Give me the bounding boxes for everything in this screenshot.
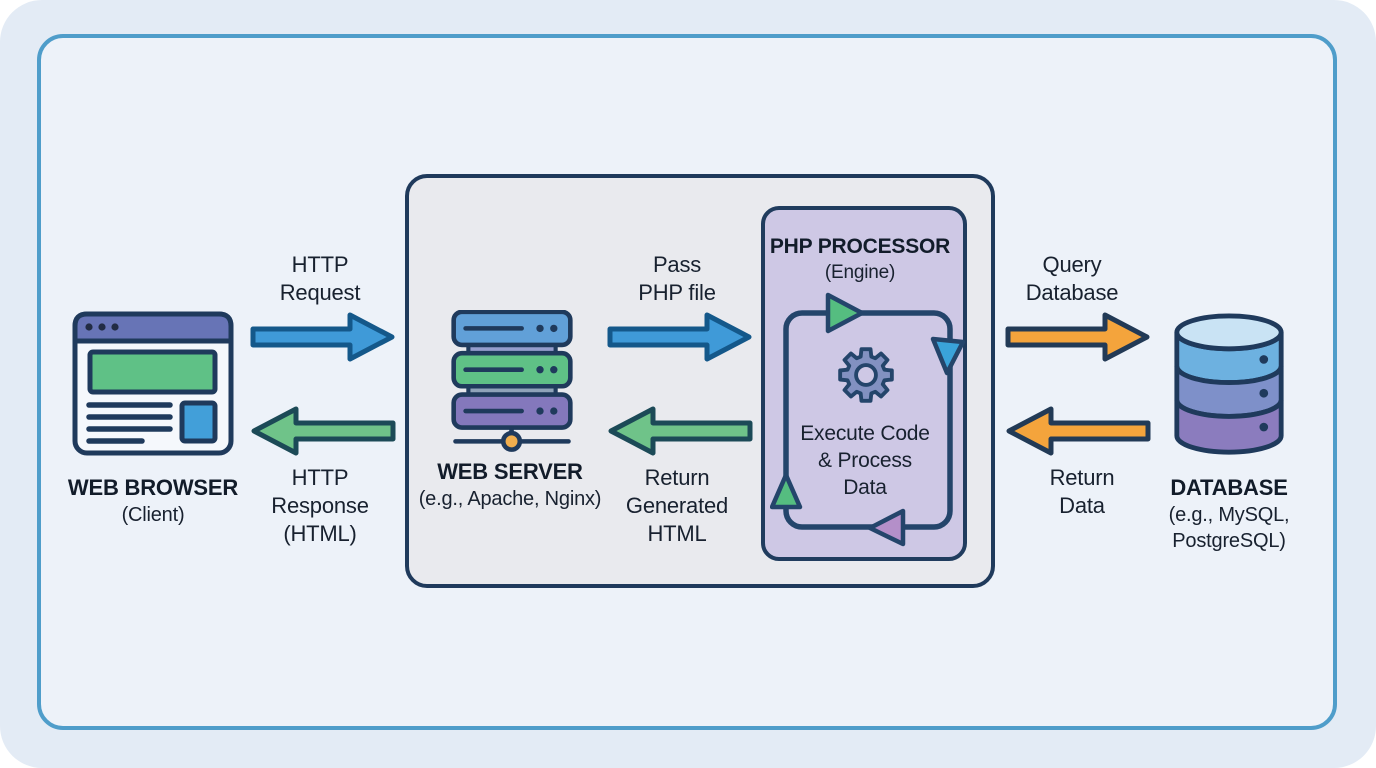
http-request-label: HTTP Request — [240, 251, 400, 307]
label-line: HTTP — [291, 465, 349, 490]
php-processor-subtitle: (Engine) — [824, 262, 896, 283]
label-line: HTML — [647, 521, 707, 546]
label-line: Return — [644, 465, 710, 490]
database-subtitle-1: (e.g., MySQL, — [1168, 504, 1290, 526]
label-line: Request — [279, 280, 361, 305]
label-line: Pass — [652, 252, 702, 277]
query-database-arrow — [1005, 312, 1150, 362]
return-generated-html-arrow — [608, 406, 753, 456]
loop-arrow-up-icon — [770, 472, 803, 510]
http-response-arrow — [251, 406, 396, 456]
label-line: (HTML) — [283, 521, 357, 546]
web-server-subtitle: (e.g., Apache, Nginx) — [418, 488, 602, 510]
web-browser-title: WEB BROWSER — [67, 475, 239, 500]
database-icon — [1174, 313, 1284, 455]
return-generated-html-label: Return Generated HTML — [597, 464, 757, 548]
web-server-icon — [451, 310, 573, 452]
label-line: Response — [271, 493, 369, 518]
label-line: Return — [1049, 465, 1115, 490]
label-line: Data — [843, 476, 887, 499]
label-line: PHP file — [638, 280, 716, 305]
label-line: HTTP — [291, 252, 349, 277]
web-server-title: WEB SERVER — [437, 459, 583, 484]
loop-arrow-left-icon — [867, 508, 906, 547]
php-processor-label: PHP PROCESSOR (Engine) — [765, 233, 955, 286]
label-line: Database — [1025, 280, 1119, 305]
database-subtitle-2: PostgreSQL) — [1172, 530, 1286, 552]
query-database-label: Query Database — [992, 251, 1152, 307]
loop-arrow-right-icon — [825, 292, 865, 334]
label-line: & Process — [818, 449, 912, 472]
php-body-label: Execute Code & Process Data — [785, 420, 945, 501]
php-execution-loop — [770, 292, 966, 547]
web-browser-label: WEB BROWSER (Client) — [43, 474, 263, 528]
php-processor-title: PHP PROCESSOR — [769, 235, 951, 258]
web-server-label: WEB SERVER (e.g., Apache, Nginx) — [385, 458, 635, 512]
web-browser-subtitle: (Client) — [121, 504, 185, 526]
http-request-arrow — [250, 312, 395, 362]
http-response-label: HTTP Response (HTML) — [240, 464, 400, 548]
gear-icon — [838, 347, 894, 403]
loop-arrow-down-icon — [930, 336, 966, 376]
web-browser-icon — [72, 311, 234, 456]
pass-php-file-arrow — [607, 312, 752, 362]
label-line: Query — [1042, 252, 1102, 277]
label-line: Execute Code — [800, 422, 930, 445]
label-line: Generated — [625, 493, 729, 518]
return-data-label: Return Data — [1002, 464, 1162, 520]
label-line: Data — [1059, 493, 1105, 518]
pass-php-file-label: Pass PHP file — [597, 251, 757, 307]
database-label: DATABASE (e.g., MySQL, PostgreSQL) — [1124, 474, 1334, 554]
database-title: DATABASE — [1170, 475, 1288, 500]
return-data-arrow — [1006, 406, 1151, 456]
